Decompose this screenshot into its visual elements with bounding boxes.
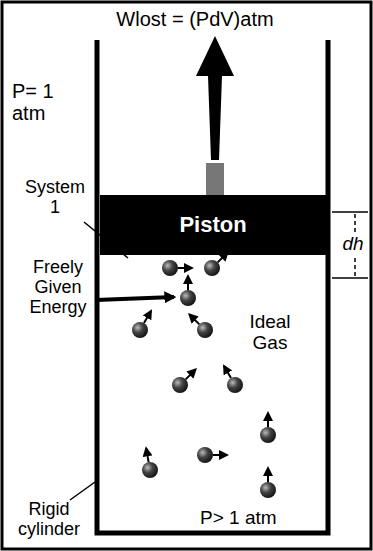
energy-label: Freely Given Energy xyxy=(22,258,94,317)
gas-molecules xyxy=(132,252,276,498)
piston-label: Piston xyxy=(100,213,326,237)
pressure-label: P= 1 atm xyxy=(12,80,92,124)
gas-region: Ideal Gas P> 1 atm Piston xyxy=(100,40,326,531)
dimension-label: dh xyxy=(338,234,368,255)
gas-text: P> 1 atm xyxy=(200,508,310,529)
piston: Piston xyxy=(100,195,326,255)
dh-dimension xyxy=(332,212,368,278)
system-label: System 1 xyxy=(22,178,88,218)
gas-text: Ideal Gas xyxy=(240,312,300,354)
cylinder-label: Rigid cylinder xyxy=(8,500,90,540)
work-arrow xyxy=(196,36,234,160)
work-label: Wlost = (PdV)atm xyxy=(95,8,295,30)
piston-rod xyxy=(206,163,224,195)
leader-line xyxy=(70,482,95,500)
energy-arrow xyxy=(96,297,174,300)
